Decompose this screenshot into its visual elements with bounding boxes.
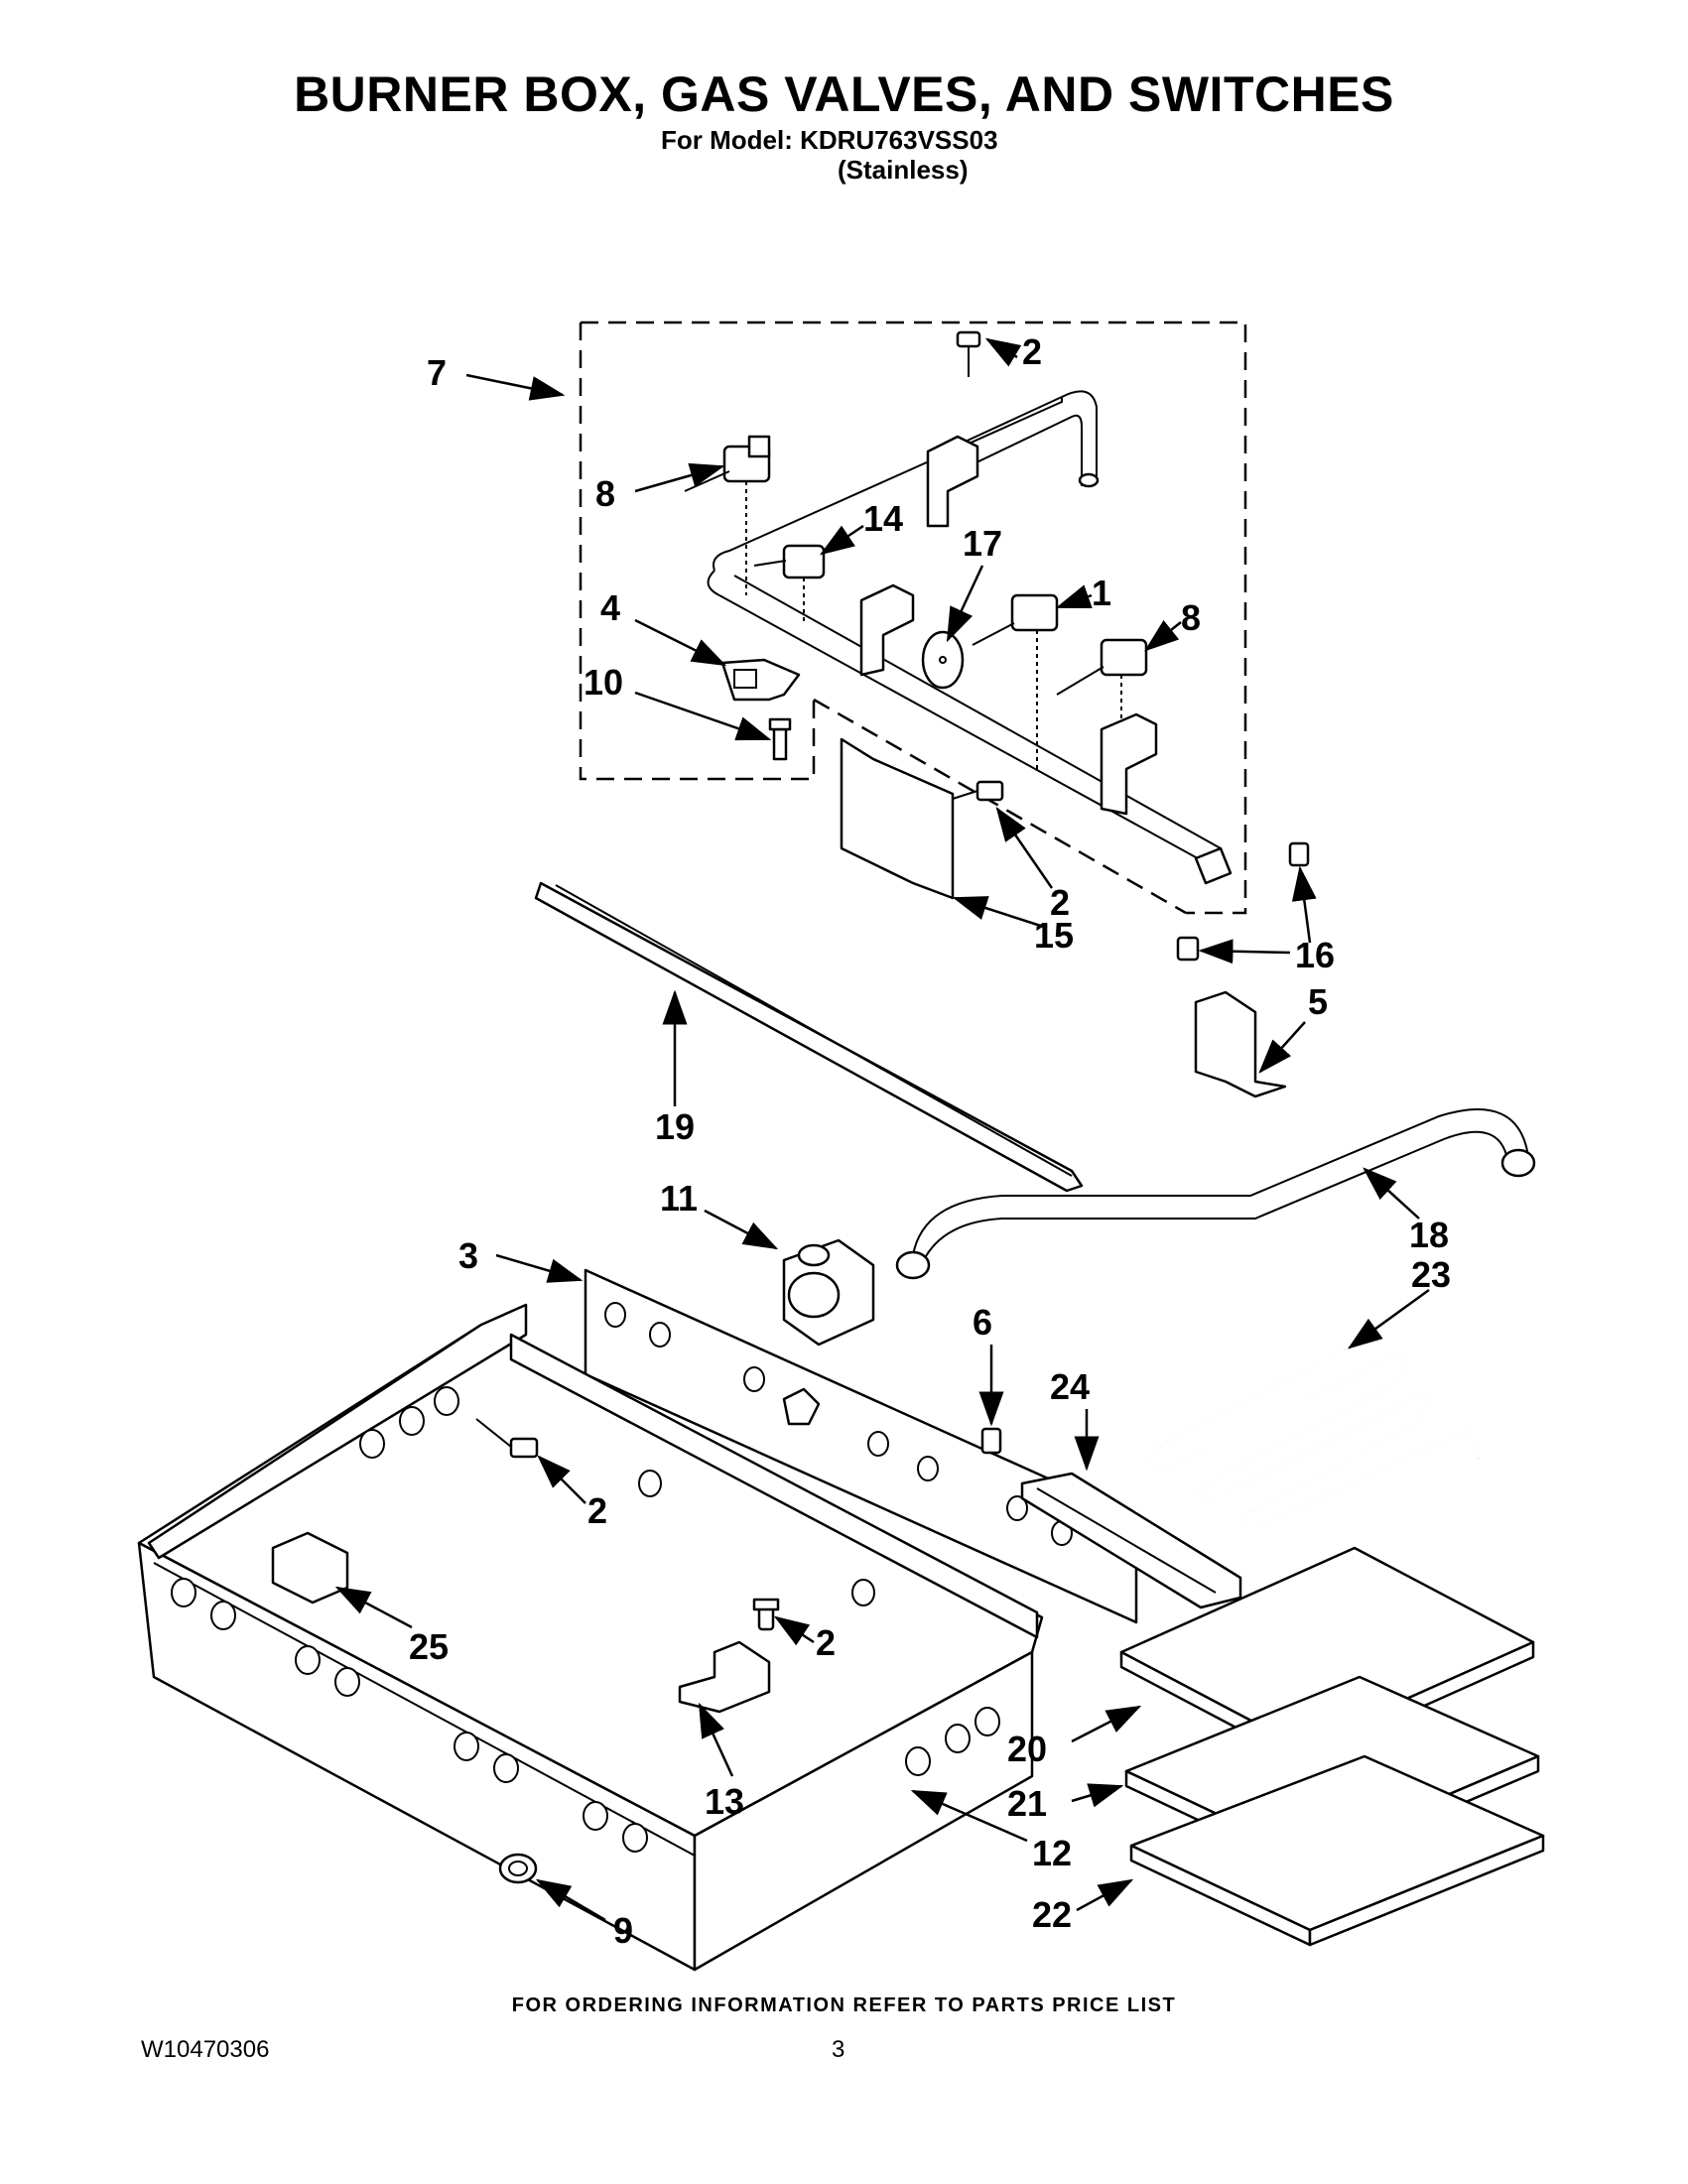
gas-valve-8-right — [1056, 638, 1148, 754]
callout-10: 10 — [584, 662, 623, 703]
part-9-grommet — [498, 1853, 538, 1884]
callout-3: 3 — [458, 1235, 478, 1276]
part-23-heating-element — [1148, 1348, 1481, 1530]
part-2-screw-c — [475, 1418, 539, 1459]
callout-13: 13 — [705, 1781, 744, 1822]
part-15-plate — [840, 737, 955, 900]
callout-22: 22 — [1032, 1894, 1072, 1935]
part-12-burner-box — [137, 1303, 1044, 1972]
callout-24: 24 — [1050, 1366, 1090, 1407]
callout-2: 2 — [1050, 882, 1070, 923]
page-number: 3 — [832, 2036, 845, 2063]
callout-2: 2 — [1022, 331, 1042, 372]
callout-17: 17 — [963, 523, 1002, 564]
callout-19: 19 — [655, 1106, 695, 1147]
gas-manifold-pipe — [707, 390, 1233, 885]
callout-18: 18 — [1409, 1215, 1449, 1255]
gas-valve-1 — [972, 593, 1059, 769]
part-2-screw-a — [956, 330, 981, 377]
callout-9: 9 — [613, 1910, 633, 1951]
part-3-perforated-plate — [584, 1268, 1138, 1624]
part-16-fitting-top — [1288, 841, 1310, 867]
callout-16: 16 — [1295, 935, 1335, 975]
callout-4: 4 — [600, 587, 620, 628]
callout-leaders — [334, 337, 1430, 1922]
part-2-screw-b — [952, 780, 1004, 802]
callout-5: 5 — [1308, 981, 1328, 1022]
gas-valve-14 — [753, 544, 826, 625]
callout-23: 23 — [1411, 1254, 1451, 1295]
part-19-rail — [534, 881, 1084, 1193]
manifold-bracket-mid — [859, 583, 915, 677]
callout-6: 6 — [973, 1302, 992, 1343]
callout-7: 7 — [427, 352, 447, 393]
page-title: BURNER BOX, GAS VALVES, AND SWITCHES — [294, 66, 1394, 122]
callout-2: 2 — [587, 1490, 607, 1531]
callout-25: 25 — [409, 1626, 449, 1667]
manifold-bracket-right — [1100, 712, 1158, 816]
ordering-note: FOR ORDERING INFORMATION REFER TO PARTS … — [511, 1994, 1177, 2016]
callout-8: 8 — [595, 473, 615, 514]
manifold-bracket-top — [926, 435, 979, 528]
model-line: For Model: KDRU763VSS03 — [661, 125, 998, 155]
part-5-bracket — [1194, 990, 1287, 1098]
part-11-regulator — [782, 1238, 875, 1347]
gas-valve-8-top — [684, 435, 771, 595]
part-18-gas-tube — [895, 1108, 1536, 1280]
part-6-fitting — [980, 1427, 1002, 1455]
callout-21: 21 — [1007, 1783, 1047, 1824]
part-24-trough — [1020, 1472, 1242, 1609]
callout-11: 11 — [660, 1178, 698, 1219]
callout-15: 15 — [1034, 915, 1074, 956]
valve-assembly-dashed-outline — [579, 321, 1247, 915]
callout-2: 2 — [816, 1622, 836, 1663]
part-2-screw-d — [752, 1598, 780, 1631]
callout-8: 8 — [1181, 597, 1201, 638]
callout-12: 12 — [1032, 1833, 1072, 1873]
document-number: W10470306 — [141, 2036, 270, 2063]
part-16-fitting-bottom — [1176, 936, 1200, 962]
part-10-screw — [768, 717, 792, 761]
callout-1: 1 — [1092, 573, 1111, 613]
callout-14: 14 — [863, 498, 903, 539]
finish-label: (Stainless) — [838, 155, 969, 185]
callout-20: 20 — [1007, 1729, 1047, 1769]
part-22-panel — [1129, 1754, 1545, 1947]
